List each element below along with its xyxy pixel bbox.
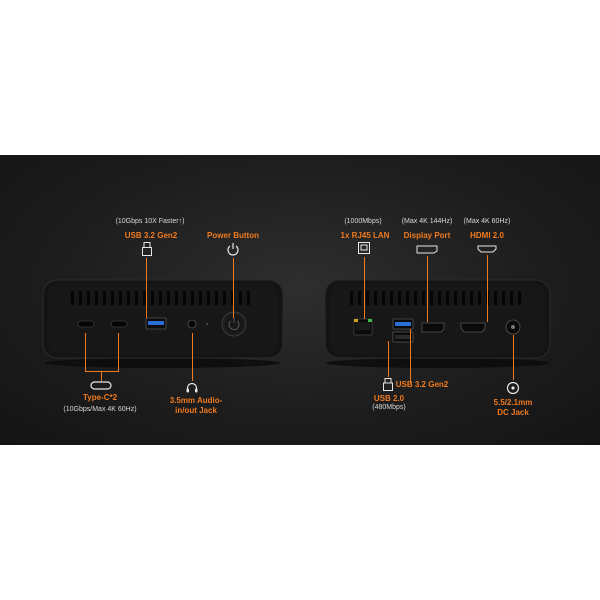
ethernet-icon: [358, 242, 370, 254]
typec-leader-right: [118, 333, 119, 371]
lan-label: 1x RJ45 LAN: [340, 231, 390, 240]
back-device: [324, 279, 551, 368]
dc-label-1: 5.5/2.1mm: [493, 398, 533, 407]
displayport-icon: [416, 245, 438, 254]
hdmi-icon: [477, 245, 497, 253]
dc-icon: [506, 381, 520, 395]
usb20-label: USB 2.0: [373, 394, 405, 403]
power-icon: [227, 243, 239, 256]
power-label: Power Button: [207, 231, 259, 240]
usb-c-icon: [90, 381, 112, 390]
lan-leader: [364, 257, 365, 319]
front-usb-label: USB 3.2 Gen2: [124, 231, 178, 240]
product-panel: (10Gbps 10X Faster↑) USB 3.2 Gen2 Power …: [0, 155, 600, 445]
typec-note: (10Gbps/Max 4K 60Hz): [63, 406, 137, 413]
usb-icon: [142, 242, 152, 256]
power-leader: [233, 258, 234, 318]
typec-leader-stem: [101, 371, 102, 381]
audio-leader: [192, 333, 193, 381]
usb20-leader: [388, 341, 389, 377]
hdmi-note: (Max 4K 60Hz): [463, 218, 511, 225]
dc-leader: [513, 335, 514, 380]
front-usb-note: (10Gbps 10X Faster↑): [115, 218, 185, 225]
hdmi-label: HDMI 2.0: [470, 231, 504, 240]
typec-leader-join: [85, 371, 119, 372]
audio-label-2: in/out Jack: [175, 406, 217, 415]
headphone-icon: [186, 382, 198, 393]
front-usb-leader: [146, 258, 147, 318]
typec-label: Type-C*2: [82, 393, 118, 402]
dp-note: (Max 4K 144Hz): [401, 218, 453, 225]
front-device: [42, 279, 284, 368]
usb20-note: (480Mbps): [372, 404, 406, 411]
hdmi-leader: [487, 255, 488, 322]
back-usb32-leader: [410, 329, 411, 383]
dp-label: Display Port: [403, 231, 451, 240]
audio-label-1: 3.5mm Audio-: [169, 396, 223, 405]
typec-leader-left: [85, 333, 86, 371]
dc-label-2: DC Jack: [497, 408, 529, 417]
lan-note: (1000Mbps): [344, 218, 382, 225]
usb-icon: [383, 378, 393, 391]
dp-leader: [427, 256, 428, 322]
back-usb32-label: USB 3.2 Gen2: [395, 380, 449, 389]
